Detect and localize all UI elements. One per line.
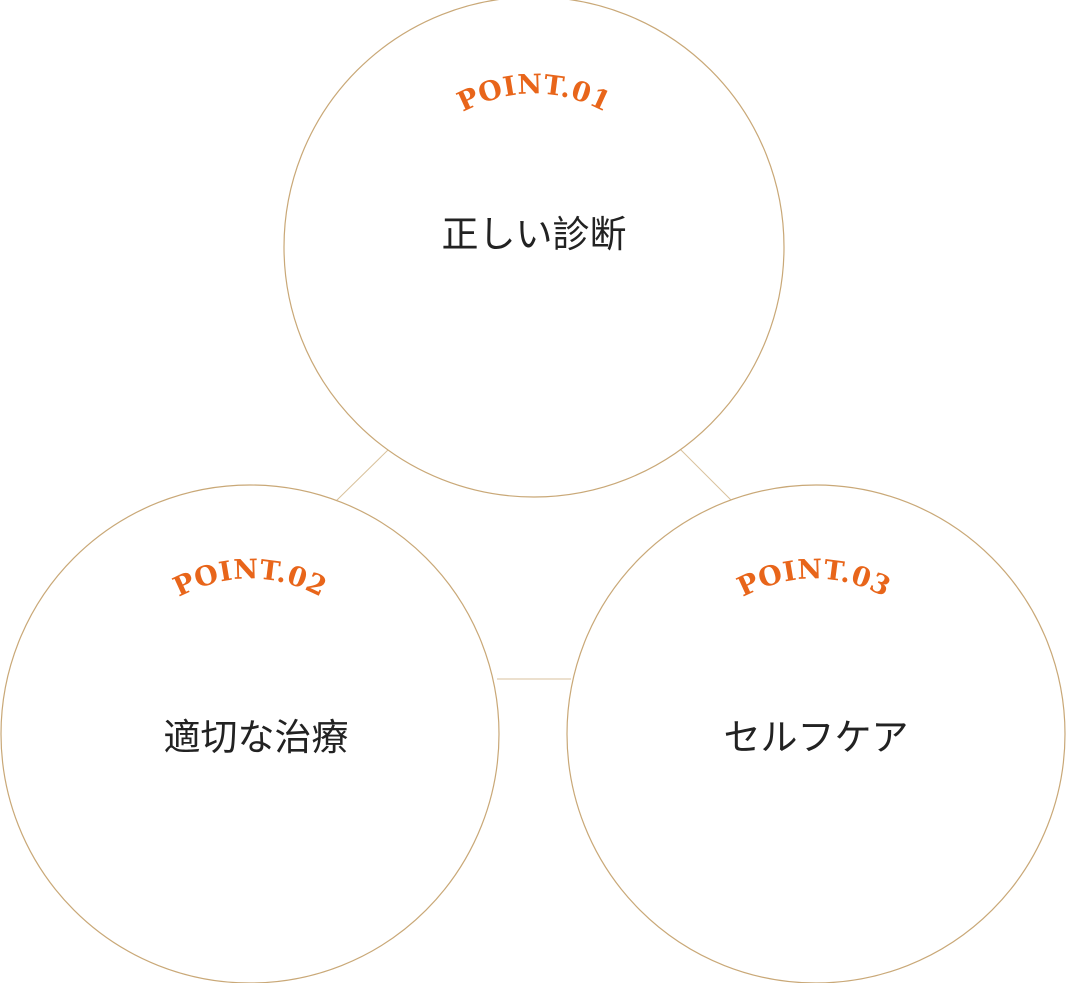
point-01-title: 正しい診断 [442, 213, 627, 256]
point-03-node: POINT.03 セルフケア [566, 484, 1066, 983]
point-01-circle [283, 0, 785, 498]
connector-01-02 [334, 448, 390, 503]
point-03-circle [566, 484, 1066, 983]
connector-01-03 [679, 448, 734, 503]
point-02-title: 適切な治療 [164, 716, 349, 759]
point-02-circle [0, 484, 500, 983]
point-02-node: POINT.02 適切な治療 [0, 484, 500, 983]
point-01-node: POINT.01 正しい診断 [283, 0, 785, 498]
point-03-title: セルフケア [724, 716, 909, 759]
